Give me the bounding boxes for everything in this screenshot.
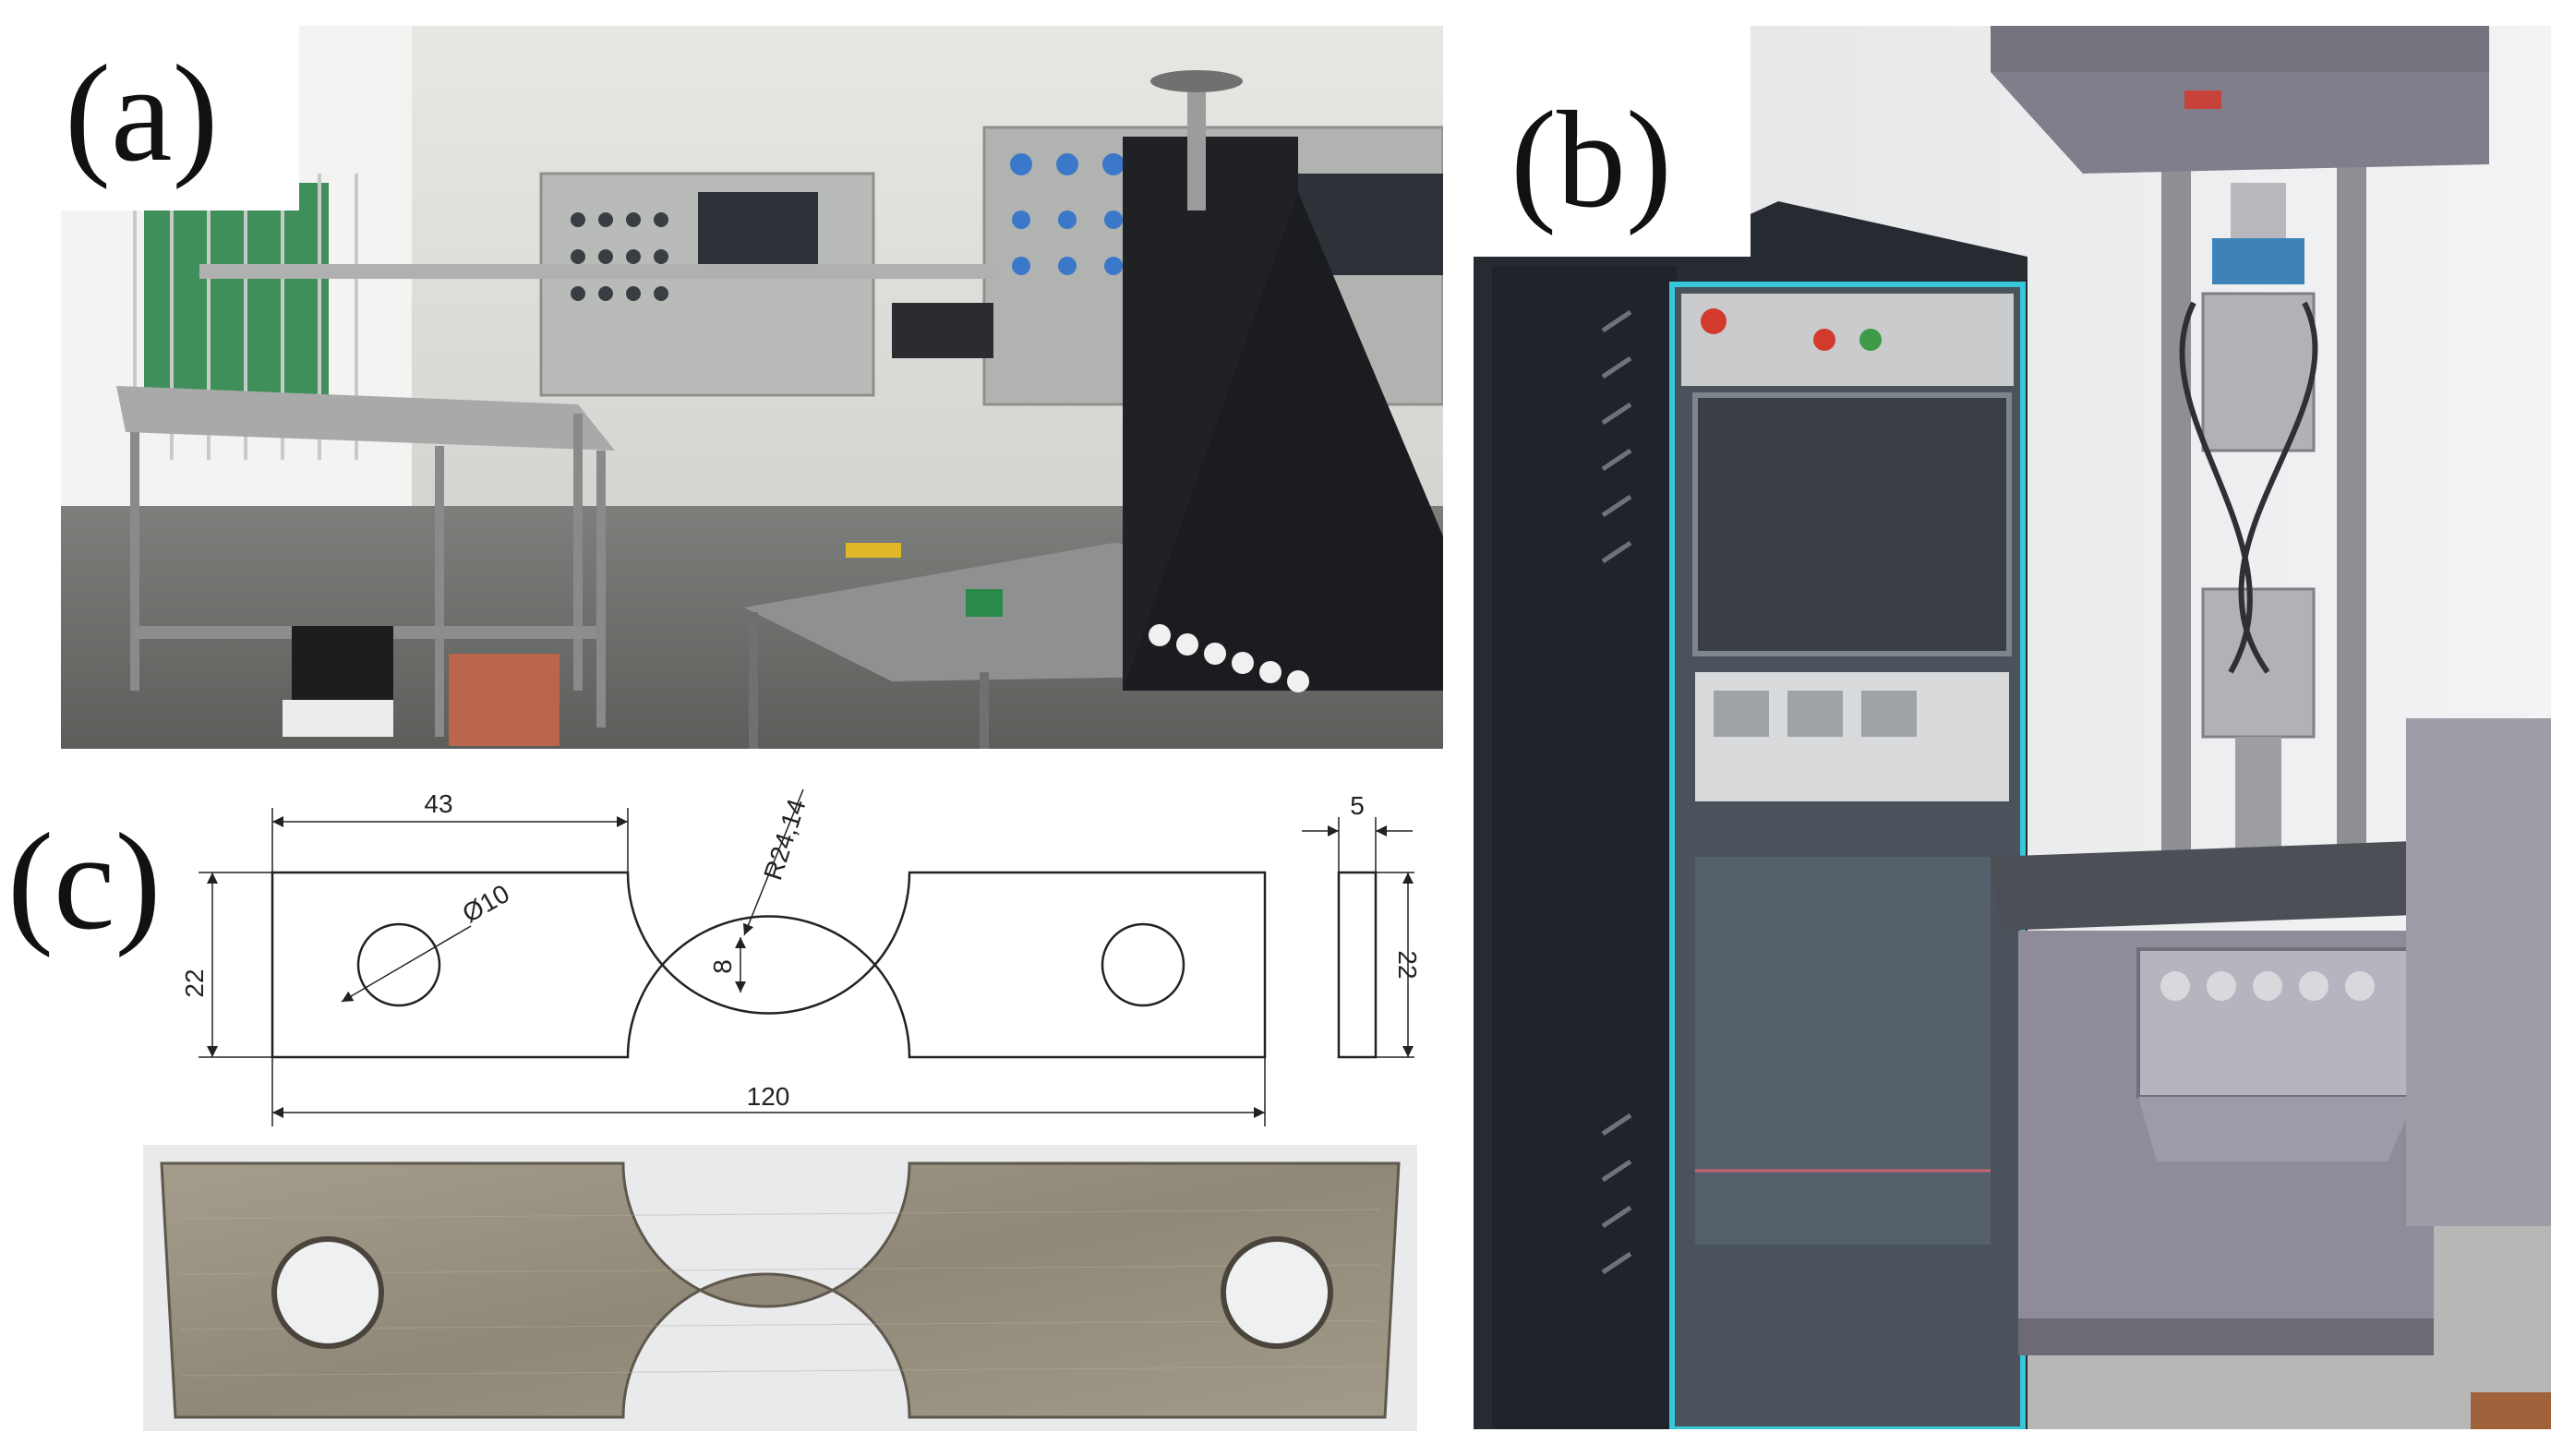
dim-side-width: 22 bbox=[1393, 950, 1422, 979]
dim-width: 22 bbox=[180, 969, 209, 997]
dim-thickness: 5 bbox=[1350, 791, 1365, 820]
photo-test-rig bbox=[61, 26, 1443, 749]
panel-label-b: (b) bbox=[1474, 26, 1751, 257]
specimen-photo bbox=[143, 1145, 1417, 1431]
panel-label-c: (c) bbox=[7, 805, 162, 958]
dim-radius: R24,14 bbox=[758, 795, 811, 883]
specimen-drawing: 43 R24,14 Ø10 22 8 120 5 22 bbox=[129, 771, 1422, 1131]
dim-head-length: 43 bbox=[424, 789, 452, 818]
dim-neck-width: 8 bbox=[708, 959, 737, 974]
photo-testing-machine bbox=[1474, 26, 2551, 1429]
dim-total-length: 120 bbox=[747, 1082, 790, 1111]
panel-label-a: (a) bbox=[61, 26, 299, 211]
